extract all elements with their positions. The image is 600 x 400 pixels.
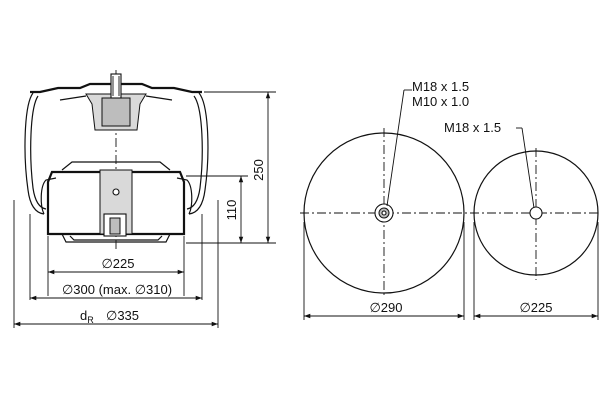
piston-insert-thread (109, 217, 121, 235)
dim-roll-subscript: R (87, 315, 94, 325)
thread-bottom: M18 x 1.5 (444, 120, 501, 135)
dim-top-plate-diameter: ∅290 (369, 300, 402, 315)
piston-top (61, 161, 171, 171)
top-stud-core (381, 210, 387, 216)
thread-top-line2: M10 x 1.0 (412, 94, 469, 109)
top-plate-flange (59, 95, 173, 101)
top-stud (110, 73, 122, 99)
bellows-lower-left (40, 177, 57, 215)
piston-shell (46, 170, 186, 236)
piston-bottom-inner (69, 235, 163, 241)
side-view: 250 110 ∅225 ∅300 (max. ∅310) dR ∅335 (13, 70, 276, 328)
bellows-lower-right (176, 177, 193, 215)
bellows-inner (30, 95, 47, 210)
dim-roll-diameter-label: dR (80, 308, 94, 325)
piston-hole (112, 188, 120, 196)
bellows-inner-right (186, 95, 203, 210)
bottom-stud (529, 206, 543, 220)
bump-stop-core (101, 97, 131, 127)
dim-height-total: 250 (251, 159, 266, 181)
top-plate-view: M18 x 1.5 M10 x 1.0 ∅290 (300, 79, 469, 320)
bottom-plate-view: M18 x 1.5 ∅225 (444, 120, 600, 320)
dim-bottom-plate-diameter: ∅225 (519, 300, 552, 315)
thread-leader-bottom (521, 127, 535, 209)
dim-piston-diameter: ∅225 (101, 256, 134, 271)
bellows-outer-right (188, 92, 209, 215)
thread-top-line1: M18 x 1.5 (412, 79, 469, 94)
bellows-outer (24, 92, 45, 215)
dim-roll-diameter: ∅335 (106, 308, 139, 323)
piston-bottom (61, 233, 171, 243)
dim-height-piston: 110 (224, 200, 239, 221)
dim-roll-prefix: d (80, 308, 87, 323)
thread-leader-top (386, 89, 405, 207)
dim-body-diameter: ∅300 (max. ∅310) (62, 282, 172, 297)
